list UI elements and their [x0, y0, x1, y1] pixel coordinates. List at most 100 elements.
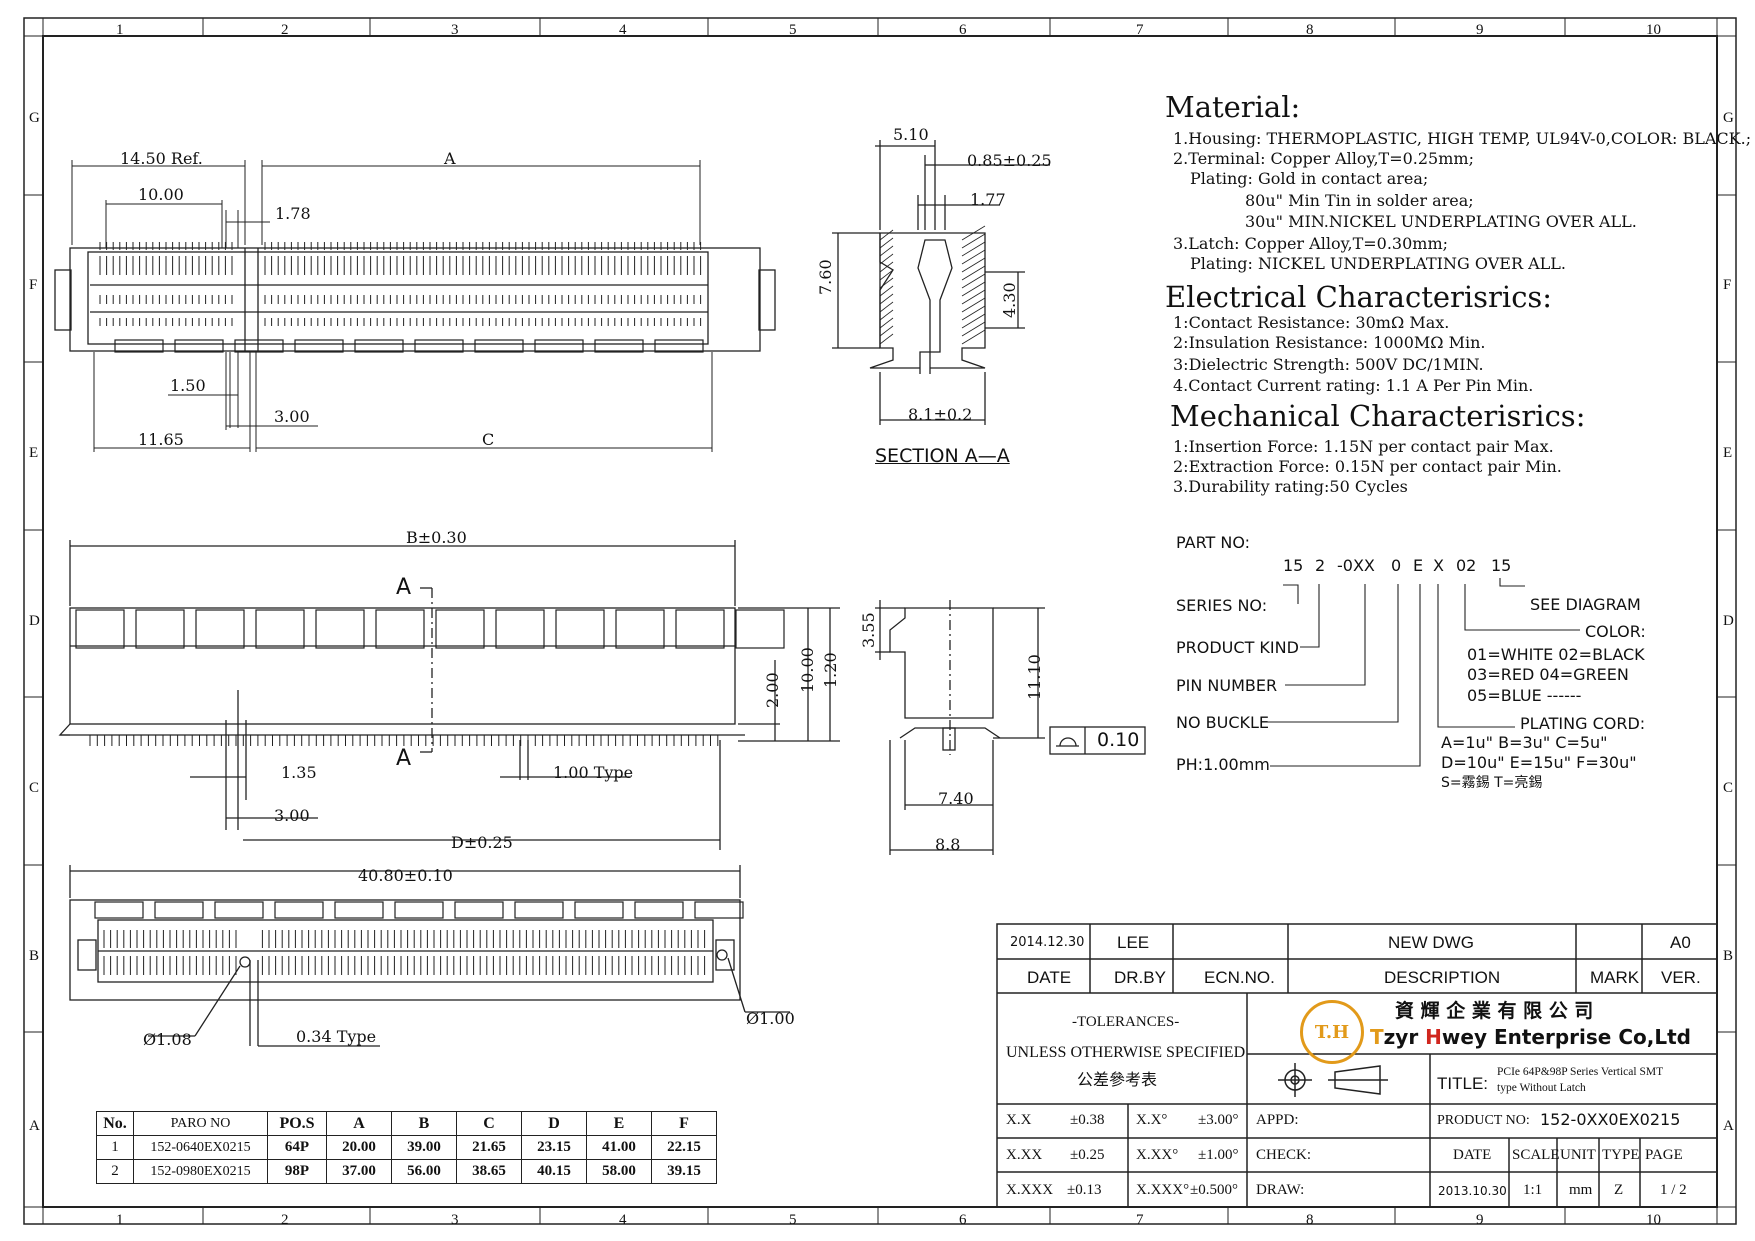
- housing-tab: [94, 901, 144, 919]
- dim-label: 1.20: [821, 652, 840, 688]
- tol-aaa: X.XXX°: [1136, 1182, 1190, 1198]
- hatch-line: [961, 233, 986, 249]
- table-header-row: No. PARO NO PO.S A B C D E F: [96, 1111, 717, 1136]
- window-pocket: [315, 609, 365, 649]
- tol-xxx-val: ±0.13: [1067, 1182, 1102, 1198]
- hatch-line: [879, 229, 894, 241]
- table-row: 1 152-0640EX0215 64P 20.00 39.00 21.65 2…: [96, 1135, 717, 1160]
- mechanical-line: 2:Extraction Force: 0.15N per contact pa…: [1173, 457, 1562, 476]
- tol-a-val: ±3.00°: [1198, 1112, 1239, 1128]
- hatch-line: [961, 241, 986, 257]
- dim-label: Ø1.00: [746, 1009, 795, 1028]
- col-page: PAGE: [1645, 1147, 1683, 1163]
- grid-column-label: 1: [116, 22, 124, 38]
- tolerances-note: UNLESS OTHERWISE SPECIFIED: [1006, 1044, 1246, 1061]
- housing-tab: [454, 901, 504, 919]
- grid-column-label: 9: [1476, 1212, 1484, 1228]
- rev-date: 2014.12.30: [1010, 935, 1085, 950]
- dim-label: 10.00: [798, 647, 817, 693]
- housing-tab: [514, 901, 564, 919]
- tol-x: X.X: [1006, 1112, 1032, 1128]
- col-scale: SCALE: [1512, 1147, 1560, 1163]
- grid-column-label: 10: [1646, 22, 1661, 38]
- dim-label: 11.65: [138, 430, 184, 449]
- dim-label: 3.00: [274, 407, 310, 426]
- mechanical-line: 3.Durability rating:50 Cycles: [1173, 477, 1408, 496]
- hatch-line: [879, 333, 894, 345]
- table-cell: 38.65: [456, 1159, 522, 1184]
- electrical-line: 4.Contact Current rating: 1.1 A Per Pin …: [1173, 376, 1534, 395]
- check-label: CHECK:: [1256, 1147, 1312, 1163]
- housing-tab: [534, 339, 584, 353]
- partno-label: PART NO:: [1176, 533, 1251, 552]
- col-mark: MARK: [1590, 968, 1640, 987]
- housing-tab: [474, 339, 524, 353]
- company-initial: T: [1370, 1025, 1384, 1049]
- hatch-line: [879, 317, 894, 329]
- hatch-line: [961, 313, 986, 329]
- series-label: SERIES NO:: [1176, 596, 1268, 615]
- material-line: 2.Terminal: Copper Alloy,T=0.25mm;: [1173, 149, 1474, 168]
- hatch-line: [879, 293, 894, 305]
- dim-label: B±0.30: [406, 528, 467, 547]
- dim-label: 10.00: [138, 185, 184, 204]
- table-cell: 23.15: [521, 1135, 587, 1160]
- grid-column-label: 7: [1136, 22, 1144, 38]
- dim-label: Ø1.08: [143, 1030, 192, 1049]
- mechanical-line: 1:Insertion Force: 1.15N per contact pai…: [1173, 437, 1554, 456]
- hatch-line: [961, 321, 986, 337]
- color-option: 03=RED 04=GREEN: [1467, 665, 1629, 684]
- color-option: 05=BLUE ------: [1467, 686, 1582, 705]
- grid-column-label: 5: [789, 1212, 797, 1228]
- grid-column-label: 8: [1306, 22, 1314, 38]
- hatch-line: [879, 325, 894, 337]
- table-cell: 2: [96, 1159, 134, 1184]
- col-ecn: ECN.NO.: [1204, 968, 1275, 987]
- table-cell: 1: [96, 1135, 134, 1160]
- parts-table: No. PARO NO PO.S A B C D E F 1 152-0640E…: [96, 1111, 717, 1184]
- table-cell: 152-0980EX0215: [133, 1159, 268, 1184]
- housing-tab: [354, 339, 404, 353]
- dim-label: 7.60: [816, 259, 835, 295]
- grid-column-label: 10: [1646, 1212, 1661, 1228]
- draw-label: DRAW:: [1256, 1182, 1305, 1198]
- hatch-line: [961, 297, 986, 313]
- val-page: 1 / 2: [1660, 1182, 1687, 1198]
- hatch-line: [961, 225, 986, 241]
- table-cell: 98P: [267, 1159, 327, 1184]
- material-line: 30u" MIN.NICKEL UNDERPLATING OVER ALL.: [1245, 212, 1637, 231]
- col-ver: VER.: [1661, 968, 1701, 987]
- table-cell: 39.15: [651, 1159, 717, 1184]
- company-word: zyr: [1383, 1025, 1426, 1049]
- grid-column-label: 9: [1476, 22, 1484, 38]
- housing-tab: [174, 339, 224, 353]
- partno-seg: 15: [1283, 556, 1304, 575]
- hatch-line: [961, 329, 986, 345]
- grid-row-label: E: [29, 445, 39, 461]
- color-label: COLOR:: [1585, 622, 1646, 641]
- tol-x-val: ±0.38: [1070, 1112, 1105, 1128]
- grid-column-label: 7: [1136, 1212, 1144, 1228]
- bottom-view-drawing: [69, 865, 790, 1047]
- company-logo: T.H: [1300, 1000, 1364, 1064]
- table-header: D: [521, 1111, 587, 1136]
- electrical-heading: Electrical Characterisrics:: [1165, 280, 1553, 314]
- appd-label: APPD:: [1256, 1112, 1299, 1128]
- window-pocket: [375, 609, 425, 649]
- color-option: 01=WHITE 02=BLACK: [1467, 645, 1645, 664]
- tol-xx-val: ±0.25: [1070, 1147, 1105, 1163]
- grid-row-label: E: [1723, 445, 1733, 461]
- electrical-line: 3:Dielectric Strength: 500V DC/1MIN.: [1173, 355, 1484, 374]
- table-cell: 41.00: [586, 1135, 652, 1160]
- grid-column-label: 8: [1306, 1212, 1314, 1228]
- window-pocket: [255, 609, 305, 649]
- product-no: 152-0XX0EX0215: [1540, 1110, 1681, 1129]
- housing-tab: [654, 339, 704, 353]
- ph-label: PH:1.00mm: [1176, 755, 1270, 774]
- product-no-label: PRODUCT NO:: [1437, 1113, 1530, 1128]
- company-initial: H: [1425, 1025, 1442, 1049]
- grid-column-label: 1: [116, 1212, 124, 1228]
- window-pocket: [555, 609, 605, 649]
- partno-seg: 15: [1491, 556, 1512, 575]
